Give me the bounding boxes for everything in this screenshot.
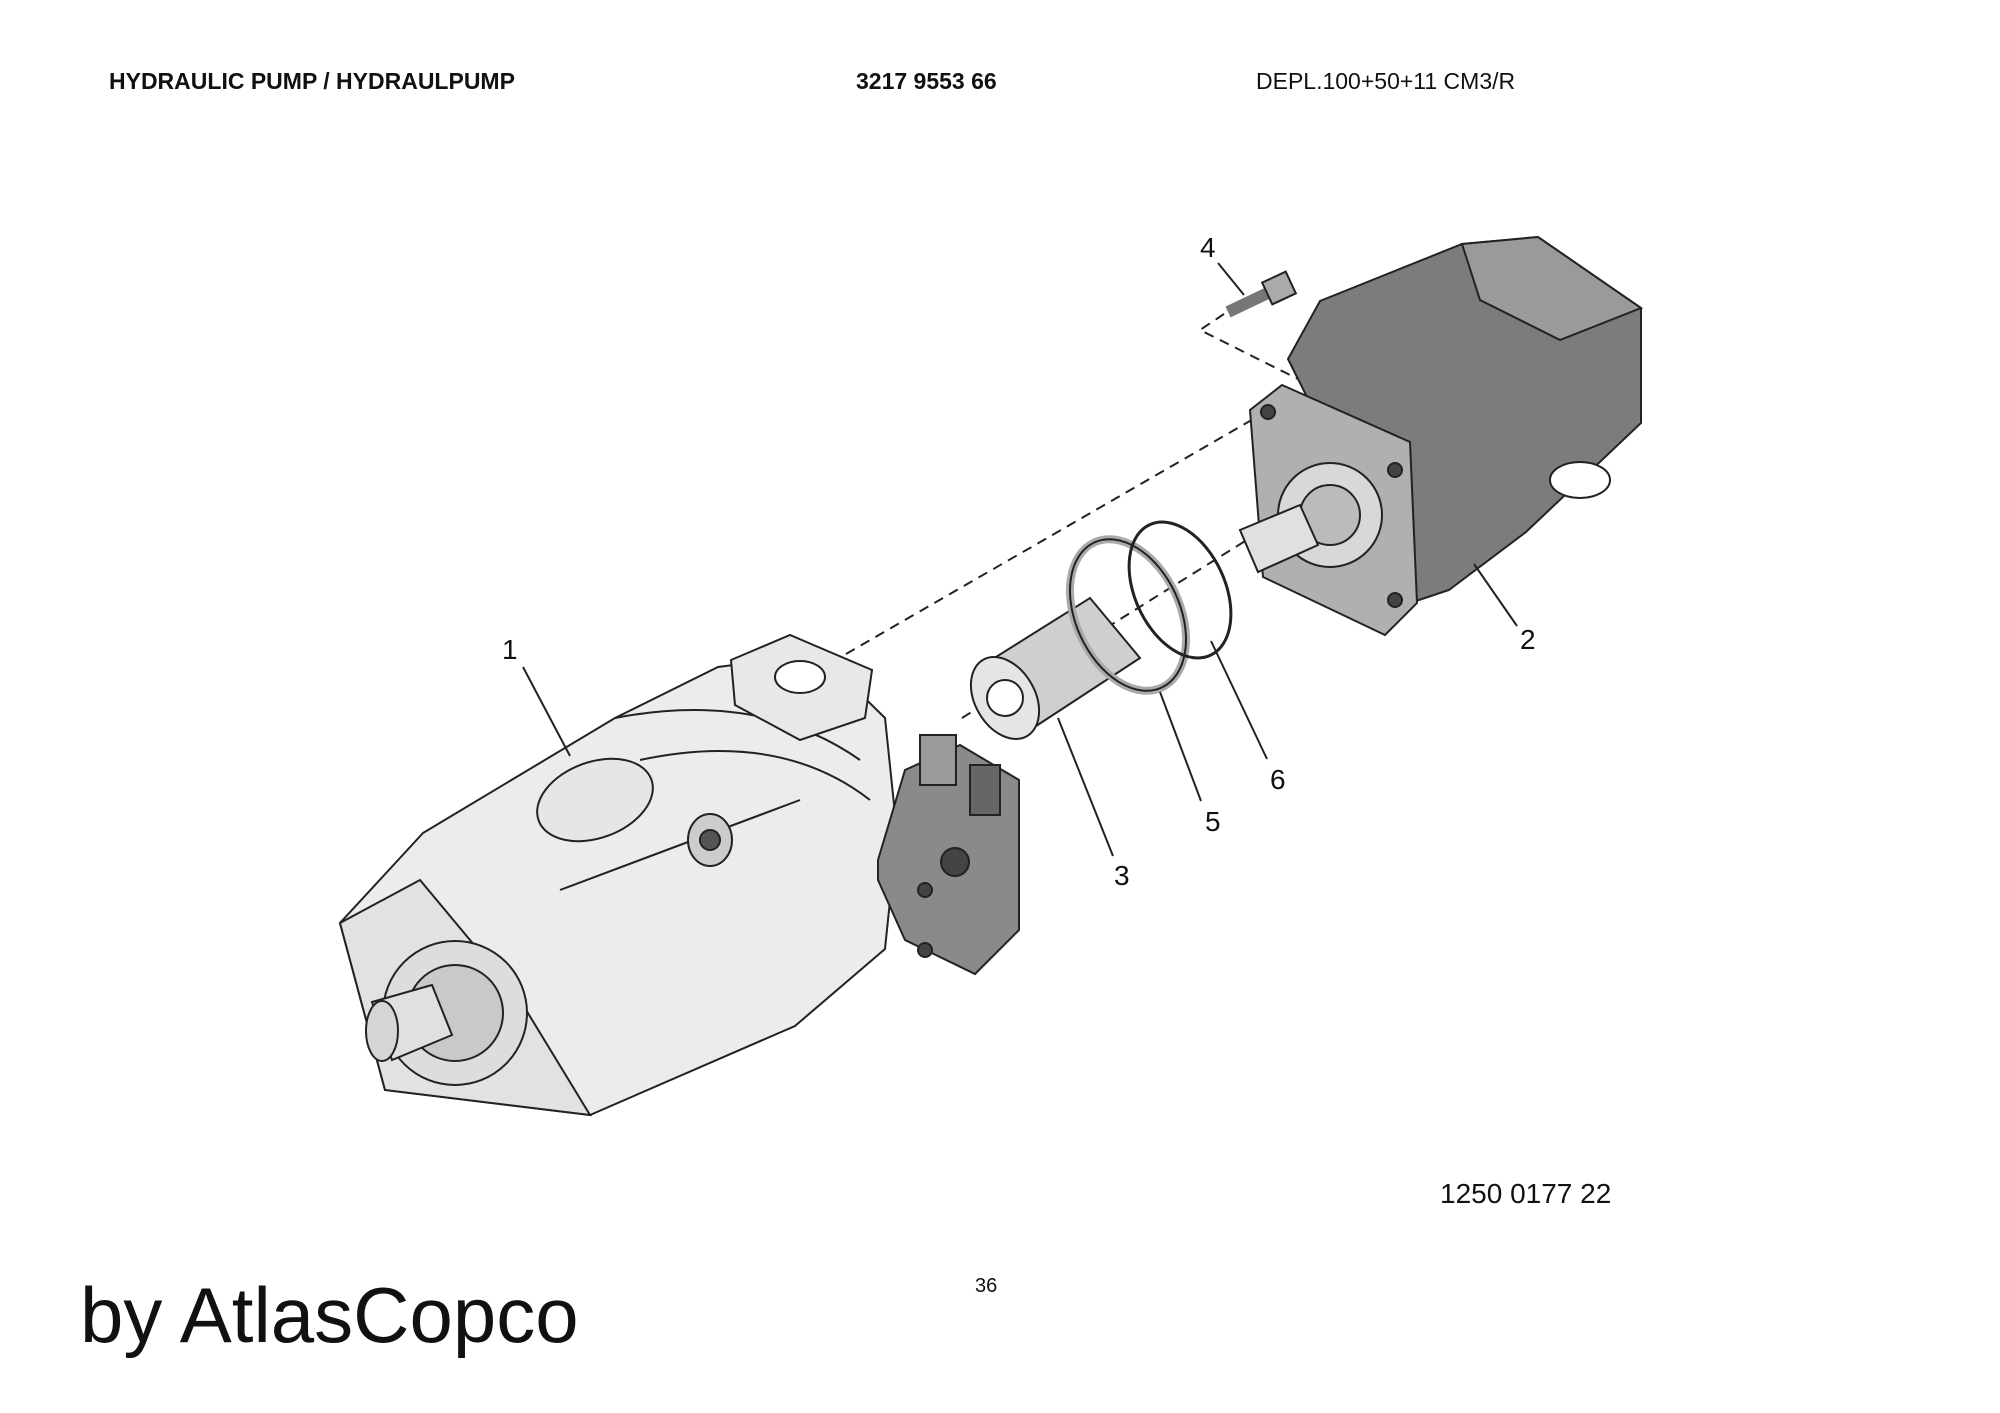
part-number: 3217 9553 66 xyxy=(856,68,997,94)
callout-4: 4 xyxy=(1200,232,1216,263)
seal-ring-outline xyxy=(1068,538,1188,692)
callout-3: 3 xyxy=(1114,860,1130,891)
leader-line-3 xyxy=(1057,717,1114,857)
valve-block xyxy=(877,734,1020,976)
o-ring xyxy=(1127,520,1233,660)
part-description: DEPL.100+50+11 CM3/R xyxy=(1256,68,1516,94)
callout-2: 2 xyxy=(1520,624,1536,655)
leader-line-2 xyxy=(1473,563,1518,627)
callout-1: 1 xyxy=(502,634,518,665)
callout-6: 6 xyxy=(1270,764,1286,795)
leader-line-4 xyxy=(1217,262,1245,296)
leader-line-6 xyxy=(1210,640,1268,760)
page-number: 36 xyxy=(975,1275,998,1297)
brand-footer: by AtlasCopco xyxy=(80,1271,579,1359)
page-title: HYDRAULIC PUMP / HYDRAULPUMP xyxy=(109,68,515,94)
leader-line-5 xyxy=(1159,691,1202,802)
gear-pump xyxy=(1238,235,1644,637)
assembly-line xyxy=(845,409,1270,655)
leader-line-1 xyxy=(522,666,571,757)
spline-coupling xyxy=(969,596,1142,740)
callout-5: 5 xyxy=(1205,806,1221,837)
bolt xyxy=(1225,270,1298,318)
assembly-line xyxy=(1198,313,1301,381)
main-hydraulic-pump xyxy=(338,633,899,1117)
drawing-number: 1250 0177 22 xyxy=(1440,1178,1612,1209)
